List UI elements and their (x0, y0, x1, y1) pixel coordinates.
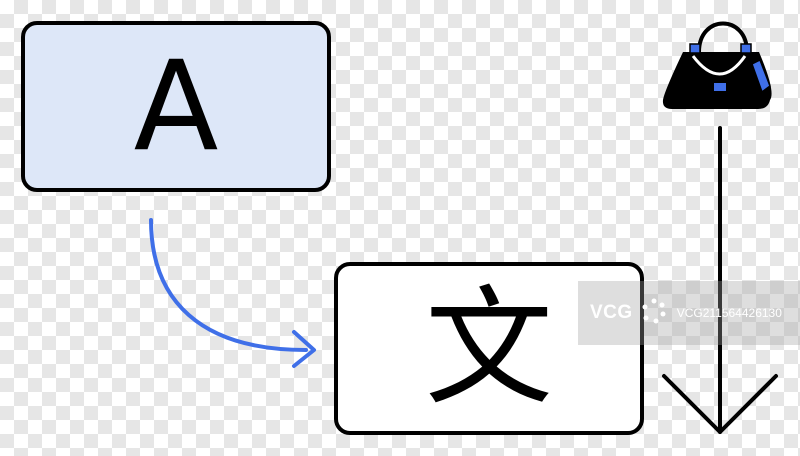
watermark-id: VCG211564426130 (676, 306, 782, 320)
translated-letter-box: 文 (334, 262, 644, 435)
latin-letter: A (133, 34, 219, 179)
chinese-character: 文 (424, 273, 553, 423)
watermark-logo: VCG (590, 302, 633, 323)
burst-icon (639, 296, 669, 330)
watermark: VCG VCG211564426130 (578, 281, 800, 345)
handbag-icon (662, 21, 772, 109)
curved-arrow-icon (149, 218, 316, 368)
source-letter-box: A (21, 21, 331, 192)
arrow-down-icon (662, 126, 778, 434)
